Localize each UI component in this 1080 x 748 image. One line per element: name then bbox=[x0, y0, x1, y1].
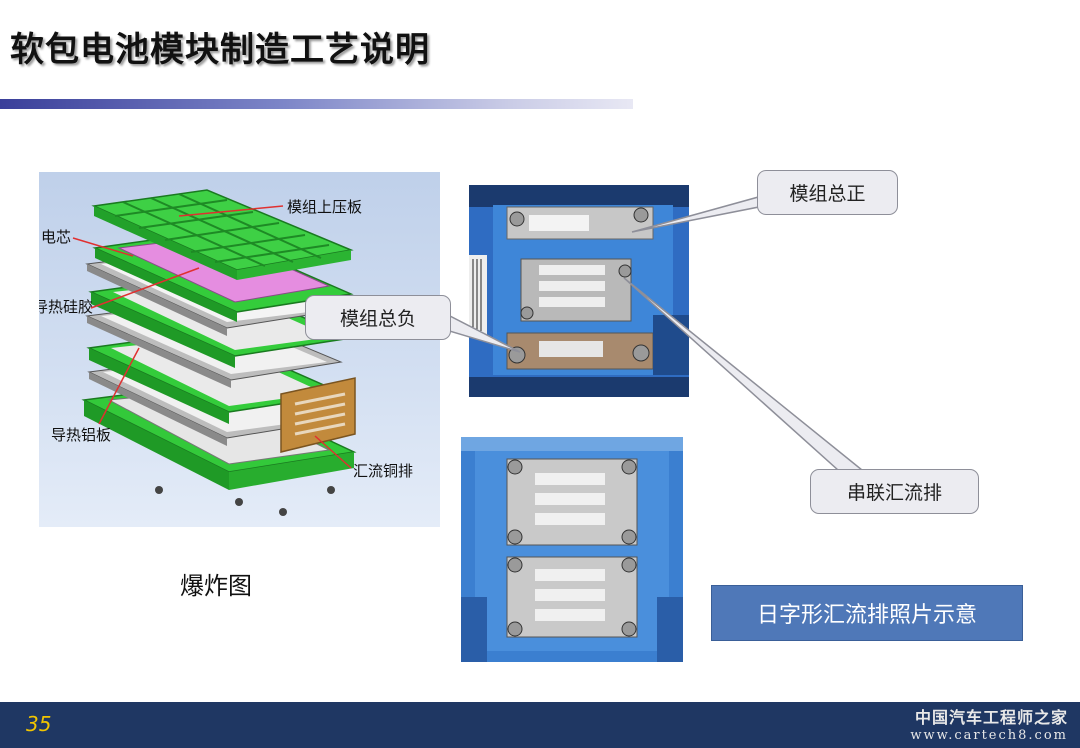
label-battery-cell: 电芯 bbox=[41, 228, 72, 246]
slide-footer: 35 中国汽车工程师之家 www.cartech8.com bbox=[0, 702, 1080, 748]
exploded-view-caption: 爆炸图 bbox=[180, 572, 252, 600]
exploded-view-image: 模组上压板 电芯 导热硅胶 导热铝板 汇流铜排 bbox=[39, 172, 440, 527]
photo-note-box: 日字形汇流排照片示意 bbox=[711, 585, 1023, 641]
module-photo-top bbox=[469, 185, 689, 397]
module-photo-top-drawing bbox=[469, 185, 689, 397]
exploded-view-drawing bbox=[72, 189, 357, 516]
label-thermal-silicone: 导热硅胶 bbox=[39, 298, 94, 316]
callout-module-positive: 模组总正 bbox=[757, 170, 898, 215]
slide-title: 软包电池模块制造工艺说明 bbox=[10, 30, 430, 70]
callout-series-busbar: 串联汇流排 bbox=[810, 469, 979, 514]
watermark: 中国汽车工程师之家 www.cartech8.com bbox=[910, 704, 1068, 743]
label-copper-busbar: 汇流铜排 bbox=[353, 462, 414, 480]
title-underline-bar bbox=[0, 99, 633, 109]
module-photo-bottom bbox=[461, 437, 683, 662]
label-thermal-aluminum-plate: 导热铝板 bbox=[51, 426, 112, 444]
watermark-url: www.cartech8.com bbox=[910, 728, 1068, 743]
page-number: 35 bbox=[26, 712, 52, 736]
label-top-press-plate: 模组上压板 bbox=[287, 198, 363, 216]
watermark-chinese: 中国汽车工程师之家 bbox=[914, 708, 1068, 727]
callout-module-negative: 模组总负 bbox=[305, 295, 451, 340]
module-photo-bottom-drawing bbox=[461, 437, 683, 662]
